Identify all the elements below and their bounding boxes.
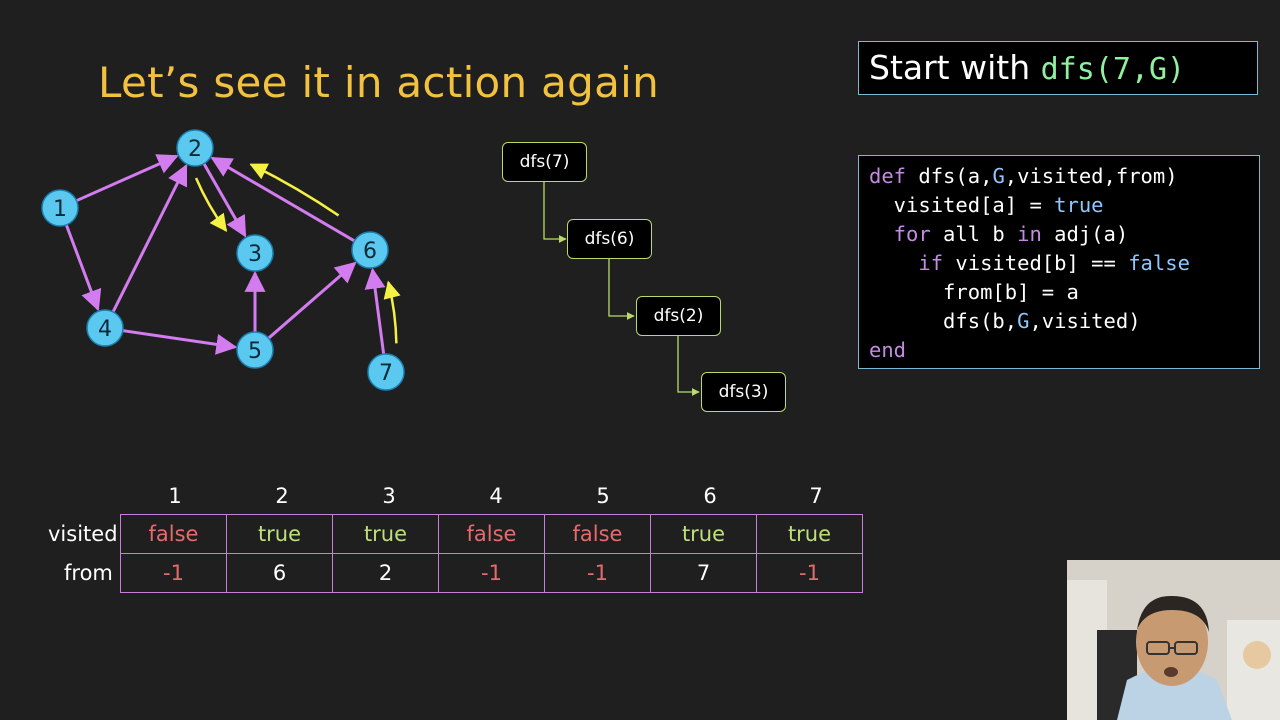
code-line-6: dfs(b,G,visited) (869, 309, 1141, 333)
call-connector (677, 336, 700, 396)
graph-node-label: 4 (98, 317, 112, 342)
column-header: 7 (809, 484, 823, 508)
graph-edge-4-5 (122, 329, 238, 355)
from-cell: -1 (438, 553, 545, 593)
from-cell: 7 (650, 553, 757, 593)
call-box-dfs3: dfs(3) (701, 372, 786, 412)
graph-node-1: 1 (41, 189, 79, 227)
code-line-7: end (869, 338, 907, 362)
state-table: false true true false false true true -1… (120, 514, 863, 593)
graph-node-label: 7 (379, 361, 393, 386)
graph-node-4: 4 (86, 309, 124, 347)
graph-node-2: 2 (176, 129, 214, 167)
graph-node-label: 3 (248, 242, 262, 267)
visited-cell: false (120, 514, 227, 554)
code-line-2: visited[a] = true (869, 193, 1104, 217)
graph-node-label: 2 (188, 137, 202, 162)
traversal-arrow-2-3 (194, 177, 228, 232)
code-block: def dfs(a,G,visited,from) visited[a] = t… (858, 155, 1260, 369)
code-line-1: def dfs(a,G,visited,from) (869, 164, 1178, 188)
graph-node-6: 6 (351, 231, 389, 269)
column-header: 1 (168, 484, 182, 508)
visited-cell: true (226, 514, 333, 554)
call-tree-connectors (543, 182, 700, 396)
graph-node-5: 5 (236, 331, 274, 369)
from-cell: -1 (756, 553, 863, 593)
graph-edge-7-6 (364, 267, 386, 355)
graph-edge-4-2 (111, 164, 188, 313)
start-call: dfs(7,G) (1040, 52, 1186, 87)
from-row: -1 6 2 -1 -1 7 -1 (120, 553, 863, 593)
column-header: 2 (275, 484, 289, 508)
traversal-arrow-6-2 (249, 163, 340, 217)
graph-node-label: 6 (363, 239, 377, 264)
presenter-webcam (1067, 560, 1280, 720)
code-line-4: if visited[b] == false (869, 251, 1190, 275)
start-callout: Start with dfs(7,G) (858, 41, 1258, 95)
column-header: 4 (489, 484, 503, 508)
graph-node-label: 5 (248, 339, 262, 364)
from-cell: 2 (332, 553, 439, 593)
call-box-dfs7: dfs(7) (502, 142, 587, 182)
graph-edge-1-2 (75, 154, 179, 203)
visited-cell: false (438, 514, 545, 554)
visited-cell: true (332, 514, 439, 554)
column-header: 5 (596, 484, 610, 508)
column-header: 6 (703, 484, 717, 508)
traversal-arrow-7-6 (383, 280, 401, 344)
column-header: 3 (382, 484, 396, 508)
visited-cell: true (756, 514, 863, 554)
call-connector (543, 182, 567, 243)
presenter-image (1067, 560, 1280, 720)
graph-edge-1-4 (64, 224, 102, 312)
from-cell: -1 (120, 553, 227, 593)
row-label-visited: visited (48, 522, 118, 546)
graph-diagram: 1 2 3 4 5 6 7 (41, 129, 405, 391)
graph-edge-6-2 (210, 156, 356, 243)
from-cell: 6 (226, 553, 333, 593)
visited-cell: true (650, 514, 757, 554)
graph-node-7: 7 (367, 353, 405, 391)
graph-node-3: 3 (236, 234, 274, 272)
row-label-from: from (64, 561, 113, 585)
call-box-dfs2: dfs(2) (636, 296, 721, 336)
code-line-3: for all b in adj(a) (869, 222, 1129, 246)
start-prefix: Start with (869, 48, 1041, 87)
code-line-5: from[b] = a (869, 280, 1079, 304)
visited-cell: false (544, 514, 651, 554)
call-connector (608, 259, 635, 320)
graph-edge-5-6 (267, 261, 357, 340)
call-box-dfs6: dfs(6) (567, 219, 652, 259)
slide-title: Let’s see it in action again (98, 58, 660, 107)
from-cell: -1 (544, 553, 651, 593)
graph-node-label: 1 (53, 197, 67, 222)
visited-row: false true true false false true true (120, 514, 863, 554)
